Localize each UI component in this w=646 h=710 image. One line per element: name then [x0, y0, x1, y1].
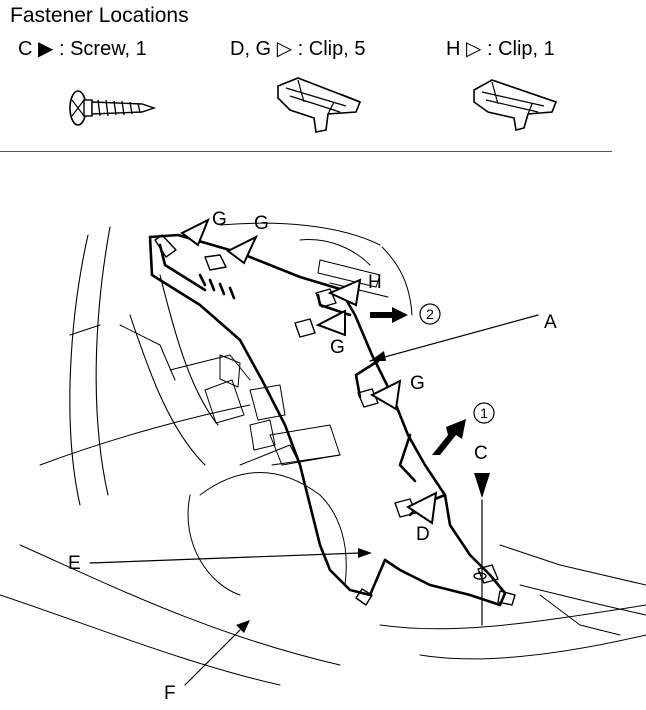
callout-g-2: G [254, 213, 269, 234]
arrowhead-e [358, 548, 372, 558]
leader-lines [89, 314, 539, 686]
legend-text: : Clip, 5 [297, 38, 366, 60]
step-marker-2: 2 [419, 303, 441, 325]
callout-a: A [544, 312, 557, 333]
fastener-legend: Fastener Locations C ▶ : Screw, 1 D, G ▷… [0, 0, 612, 150]
leader-e [89, 552, 361, 564]
callout-g-4: G [410, 373, 425, 394]
leader-a [369, 314, 539, 362]
filled-triangle-icon: ▶ [38, 38, 54, 60]
dashboard [39, 222, 413, 466]
step-marker-1: 1 [473, 402, 495, 424]
direction-arrow-1 [432, 419, 466, 455]
clip-outlines [154, 234, 516, 606]
legend-letters: D, G [230, 38, 272, 60]
center-console [0, 419, 646, 686]
arrowhead-f [236, 620, 250, 633]
legend-letters: C [18, 38, 33, 60]
direction-arrow-2 [370, 307, 408, 323]
legend-item-clip-dg: D, G ▷ : Clip, 5 [230, 36, 365, 61]
legend-text: : Screw, 1 [58, 38, 147, 60]
arrowhead-a [370, 351, 386, 361]
step-2-label: 2 [426, 306, 434, 322]
clip-icon [277, 77, 362, 133]
callout-g-1: G [212, 209, 227, 230]
clip-g-triangle-3 [315, 309, 346, 337]
step-1-label: 1 [480, 405, 488, 421]
clip-g-triangle-2 [226, 234, 259, 265]
legend-item-screw: C ▶ : Screw, 1 [18, 36, 147, 61]
screw-c-triangle [474, 473, 490, 498]
clip-icon [473, 79, 558, 131]
legend-letters: H [446, 38, 461, 60]
clip-g-triangle-4 [369, 379, 402, 411]
callout-d: D [416, 524, 430, 545]
callout-c: C [474, 443, 488, 464]
clip-d-triangle [406, 491, 438, 525]
callout-e: E [68, 553, 81, 574]
steering-wheel [69, 226, 219, 506]
pillar-trim-diagram: 1 2 G G H G G A C D E F [0, 209, 646, 704]
pillar-trim-a [148, 233, 507, 607]
callout-f: F [164, 683, 176, 704]
outline-triangle-icon: ▷ [466, 38, 482, 60]
legend-item-clip-h: H ▷ : Clip, 1 [446, 36, 555, 61]
callout-g-3: G [330, 337, 345, 358]
callout-h: H [368, 272, 382, 293]
legend-title: Fastener Locations [10, 4, 189, 27]
legend-divider [0, 151, 612, 152]
clip-g-triangle-1 [180, 217, 210, 247]
outline-triangle-icon: ▷ [276, 38, 293, 60]
clip-h-triangle [327, 278, 362, 307]
screw-icon [69, 90, 157, 126]
legend-text: : Clip, 1 [486, 38, 555, 60]
leader-f-shaft [184, 629, 241, 686]
